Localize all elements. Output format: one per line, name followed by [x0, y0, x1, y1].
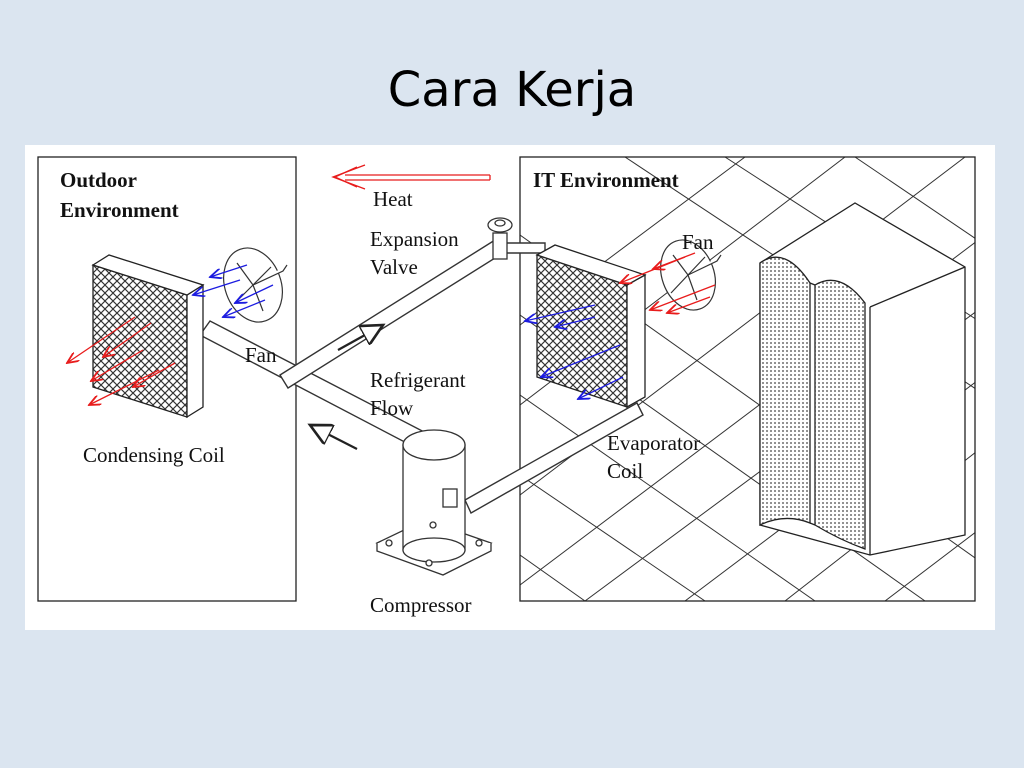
- outdoor-label-line2: Environment: [60, 198, 179, 222]
- slide-title: Cara Kerja: [387, 62, 637, 118]
- condensing-coil-label: Condensing Coil: [83, 443, 225, 467]
- it-environment-label: IT Environment: [533, 168, 679, 192]
- evaporator-coil-label-line2: Coil: [607, 459, 644, 483]
- compressor: [375, 429, 493, 576]
- hot-air-arrows: [67, 252, 716, 405]
- evaporator-coil: [535, 244, 647, 409]
- diagram-figure: Outdoor Environment IT Environment Heat …: [25, 145, 995, 630]
- cold-air-arrows: [193, 264, 624, 399]
- refrigeration-diagram: [37, 156, 976, 602]
- refrigerant-flow-label-line2: Flow: [370, 396, 414, 420]
- compressor-label: Compressor: [370, 593, 472, 617]
- expansion-valve-label-line1: Expansion: [370, 227, 459, 251]
- server-racks: [759, 202, 966, 556]
- expansion-valve: [487, 217, 513, 260]
- evaporator-coil-label-line1: Evaporator: [607, 431, 701, 455]
- heat-arrow-icon: [331, 164, 491, 190]
- outdoor-label-line1: Outdoor: [60, 168, 138, 192]
- fan-left-label: Fan: [245, 343, 277, 367]
- refrigerant-flow-arrows: [310, 325, 383, 450]
- heat-label: Heat: [373, 187, 413, 211]
- fan-right-label: Fan: [682, 230, 714, 254]
- refrigerant-flow-label-line1: Refrigerant: [370, 368, 466, 392]
- expansion-valve-label-line2: Valve: [370, 255, 418, 279]
- condensing-coil: [91, 254, 205, 419]
- fan-right-icon: [660, 239, 722, 311]
